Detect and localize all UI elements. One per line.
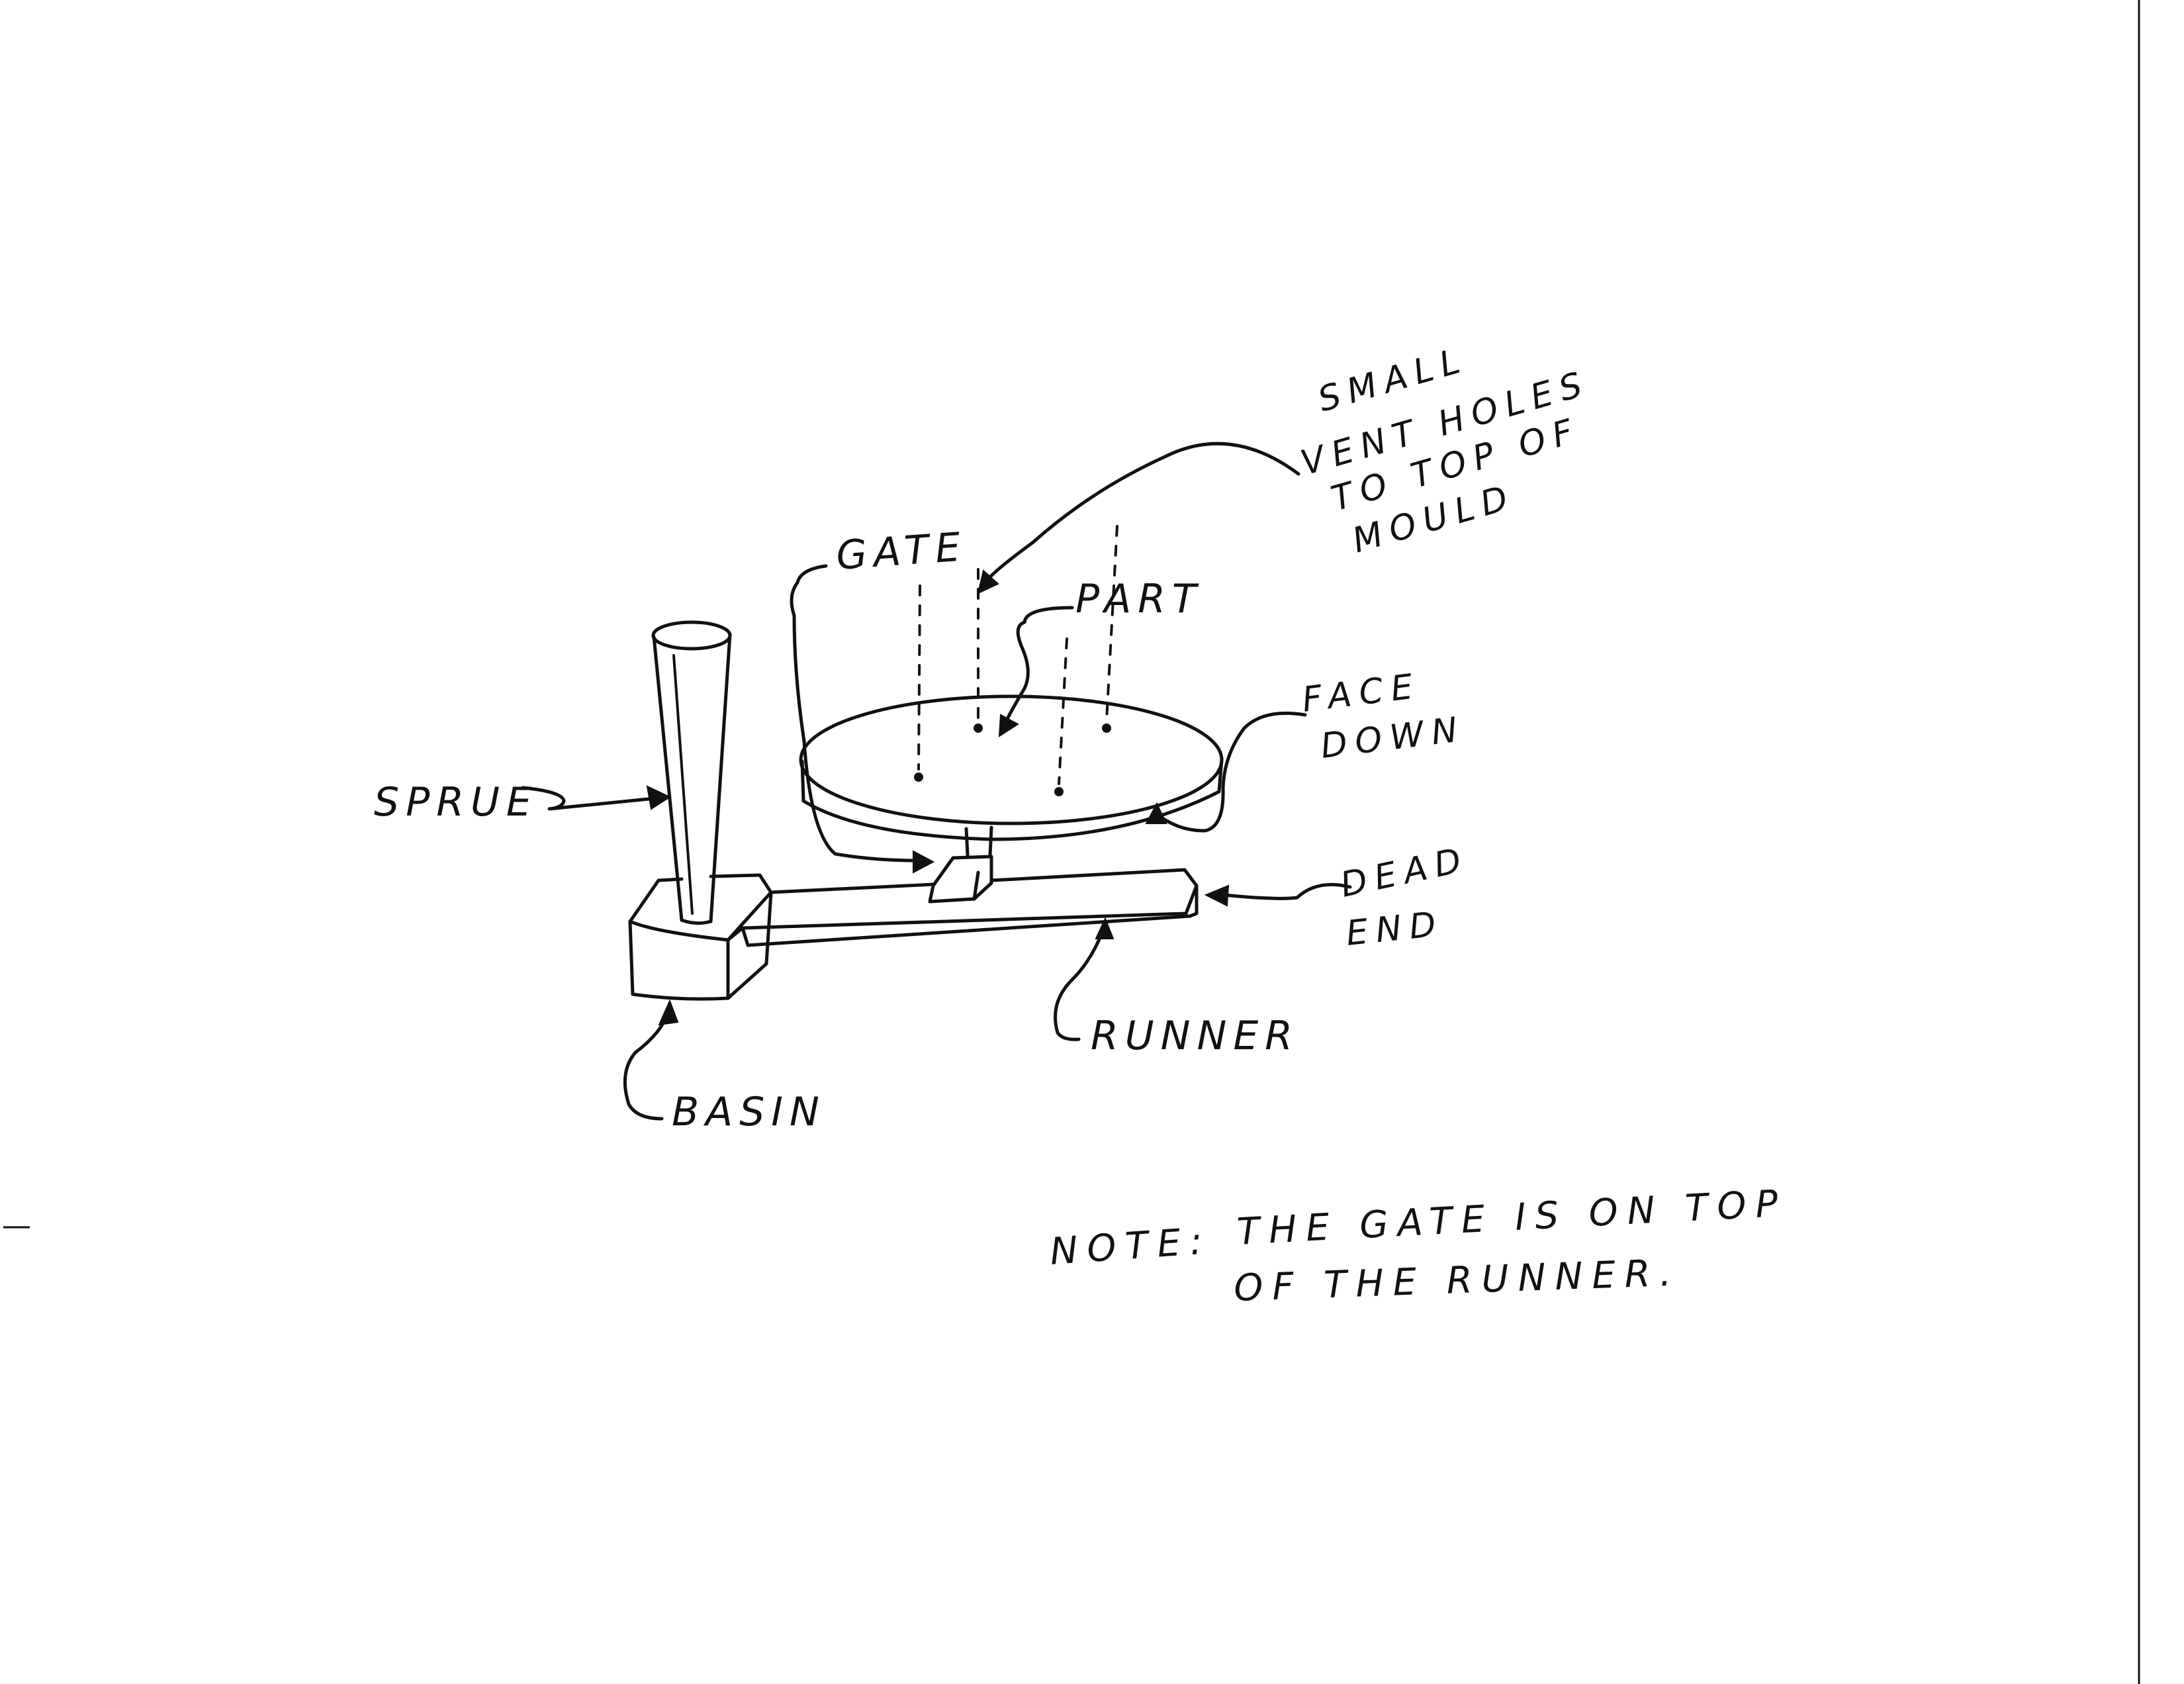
label-basin: BASIN (672, 1089, 826, 1135)
gate-arrowhead (913, 850, 935, 874)
sprue (651, 620, 732, 925)
label-sprue: SPRUE (374, 779, 538, 825)
vent-line (917, 585, 921, 771)
vent-hole (1102, 724, 1111, 733)
part (799, 694, 1224, 841)
label-gate: GATE (835, 524, 968, 579)
runner-arrowhead (1095, 917, 1115, 939)
sprue-arrowhead (646, 785, 672, 810)
vent-holes-arrowhead (977, 569, 999, 594)
gate-leader (790, 564, 919, 863)
runner-leader (1054, 926, 1106, 1041)
note-line-1: THE GATE IS ON TOP (1236, 1182, 1788, 1254)
vent-holes-leader (983, 442, 1300, 585)
label-dead: DEAD (1337, 839, 1473, 906)
vent-line (1058, 637, 1068, 785)
dead-end-arrowhead (1204, 884, 1230, 907)
dead-end-leader (1222, 882, 1352, 900)
vent-line (1105, 525, 1118, 722)
label-end: END (1344, 904, 1445, 954)
label-part: PART (1075, 576, 1203, 622)
part-leader (1004, 606, 1074, 724)
sprue-leader (521, 786, 657, 811)
note-prefix: NOTE: (1048, 1219, 1212, 1274)
basin (628, 873, 773, 1001)
basin-leader (623, 1009, 670, 1121)
runner (726, 868, 1199, 947)
vent-hole (974, 724, 983, 733)
note-line-2: OF THE RUNNER. (1233, 1251, 1681, 1310)
label-face: FACE (1300, 666, 1423, 720)
face-down-arrowhead (1145, 802, 1167, 824)
face-down-leader (1155, 712, 1307, 833)
vent-hole (1054, 787, 1064, 796)
label-runner: RUNNER (1091, 1013, 1299, 1059)
vent-hole (914, 772, 923, 782)
part-arrowhead (998, 714, 1019, 737)
gate (928, 825, 993, 904)
basin-arrowhead (658, 999, 679, 1026)
label-down: DOWN (1318, 710, 1467, 767)
